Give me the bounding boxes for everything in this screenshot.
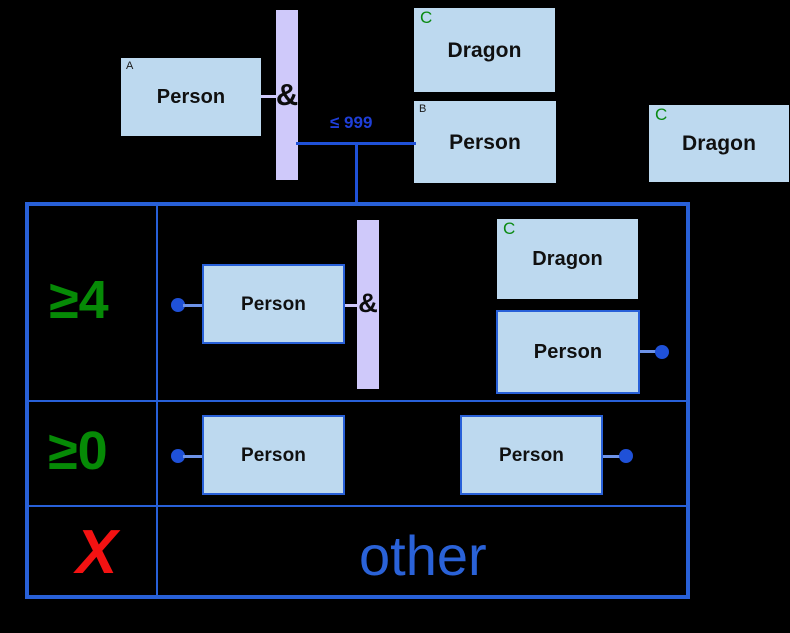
premise-and-operator[interactable]: & — [276, 10, 298, 180]
node-label: Person — [498, 444, 564, 466]
rule-node-person-row-2-right[interactable]: Person — [460, 415, 603, 495]
rule-and-connector-row-1 — [345, 304, 357, 307]
premise-node-dragon-c-right[interactable]: C Dragon — [649, 105, 789, 182]
rule-quantifier-row-3: X — [76, 518, 118, 587]
node-corner-letter: A — [126, 60, 134, 72]
rules-row-divider-1 — [29, 400, 686, 402]
rule-quantifier-row-2: ≥0 — [48, 421, 108, 481]
rule-input-port-row-2[interactable] — [171, 449, 185, 463]
premise-edge-vertical — [355, 142, 358, 204]
rule-other-label: other — [359, 524, 487, 587]
rule-output-wire-row-1 — [640, 350, 664, 353]
node-label: Person — [240, 444, 306, 466]
rule-input-port-row-1[interactable] — [171, 298, 185, 312]
ampersand-glyph: & — [358, 288, 378, 318]
rule-node-person-row-1-right[interactable]: Person — [496, 310, 640, 394]
node-corner-letter: C — [655, 105, 668, 124]
rule-input-wire-row-2 — [183, 455, 203, 458]
rule-output-port-row-1[interactable] — [655, 345, 669, 359]
rule-node-dragon-row-1[interactable]: C Dragon — [497, 219, 638, 299]
node-label: Person — [449, 130, 521, 154]
node-label: Person — [156, 86, 226, 108]
node-label: Person — [240, 293, 306, 315]
rules-column-divider — [156, 206, 158, 595]
rule-output-wire-row-2 — [603, 455, 623, 458]
node-corner-letter: C — [503, 219, 516, 238]
premise-node-person-a[interactable]: A Person — [121, 58, 261, 136]
rule-input-wire-row-1 — [183, 304, 203, 307]
node-corner-letter: C — [420, 8, 433, 27]
premise-edge-label: ≤ 999 — [330, 113, 373, 132]
node-label: Dragon — [681, 132, 757, 155]
ampersand-glyph: & — [275, 76, 299, 112]
rule-output-port-row-2[interactable] — [619, 449, 633, 463]
rule-node-person-row-1-left[interactable]: Person — [202, 264, 345, 344]
rules-row-divider-2 — [29, 505, 686, 507]
rules-container: ≥4 Person & C Dragon Person ≥0 — [25, 202, 690, 599]
rule-and-operator-row-1[interactable]: & — [357, 220, 379, 389]
node-label: Dragon — [532, 248, 603, 270]
premise-connector-stub — [261, 95, 276, 98]
premise-node-person-b[interactable]: B Person — [414, 101, 556, 183]
node-label: Person — [533, 341, 603, 363]
node-corner-letter: B — [419, 103, 427, 115]
premise-node-dragon-c-top[interactable]: C Dragon — [414, 8, 555, 92]
rule-quantifier-row-1: ≥4 — [49, 270, 109, 330]
node-label: Dragon — [447, 38, 522, 62]
rule-node-person-row-2-left[interactable]: Person — [202, 415, 345, 495]
